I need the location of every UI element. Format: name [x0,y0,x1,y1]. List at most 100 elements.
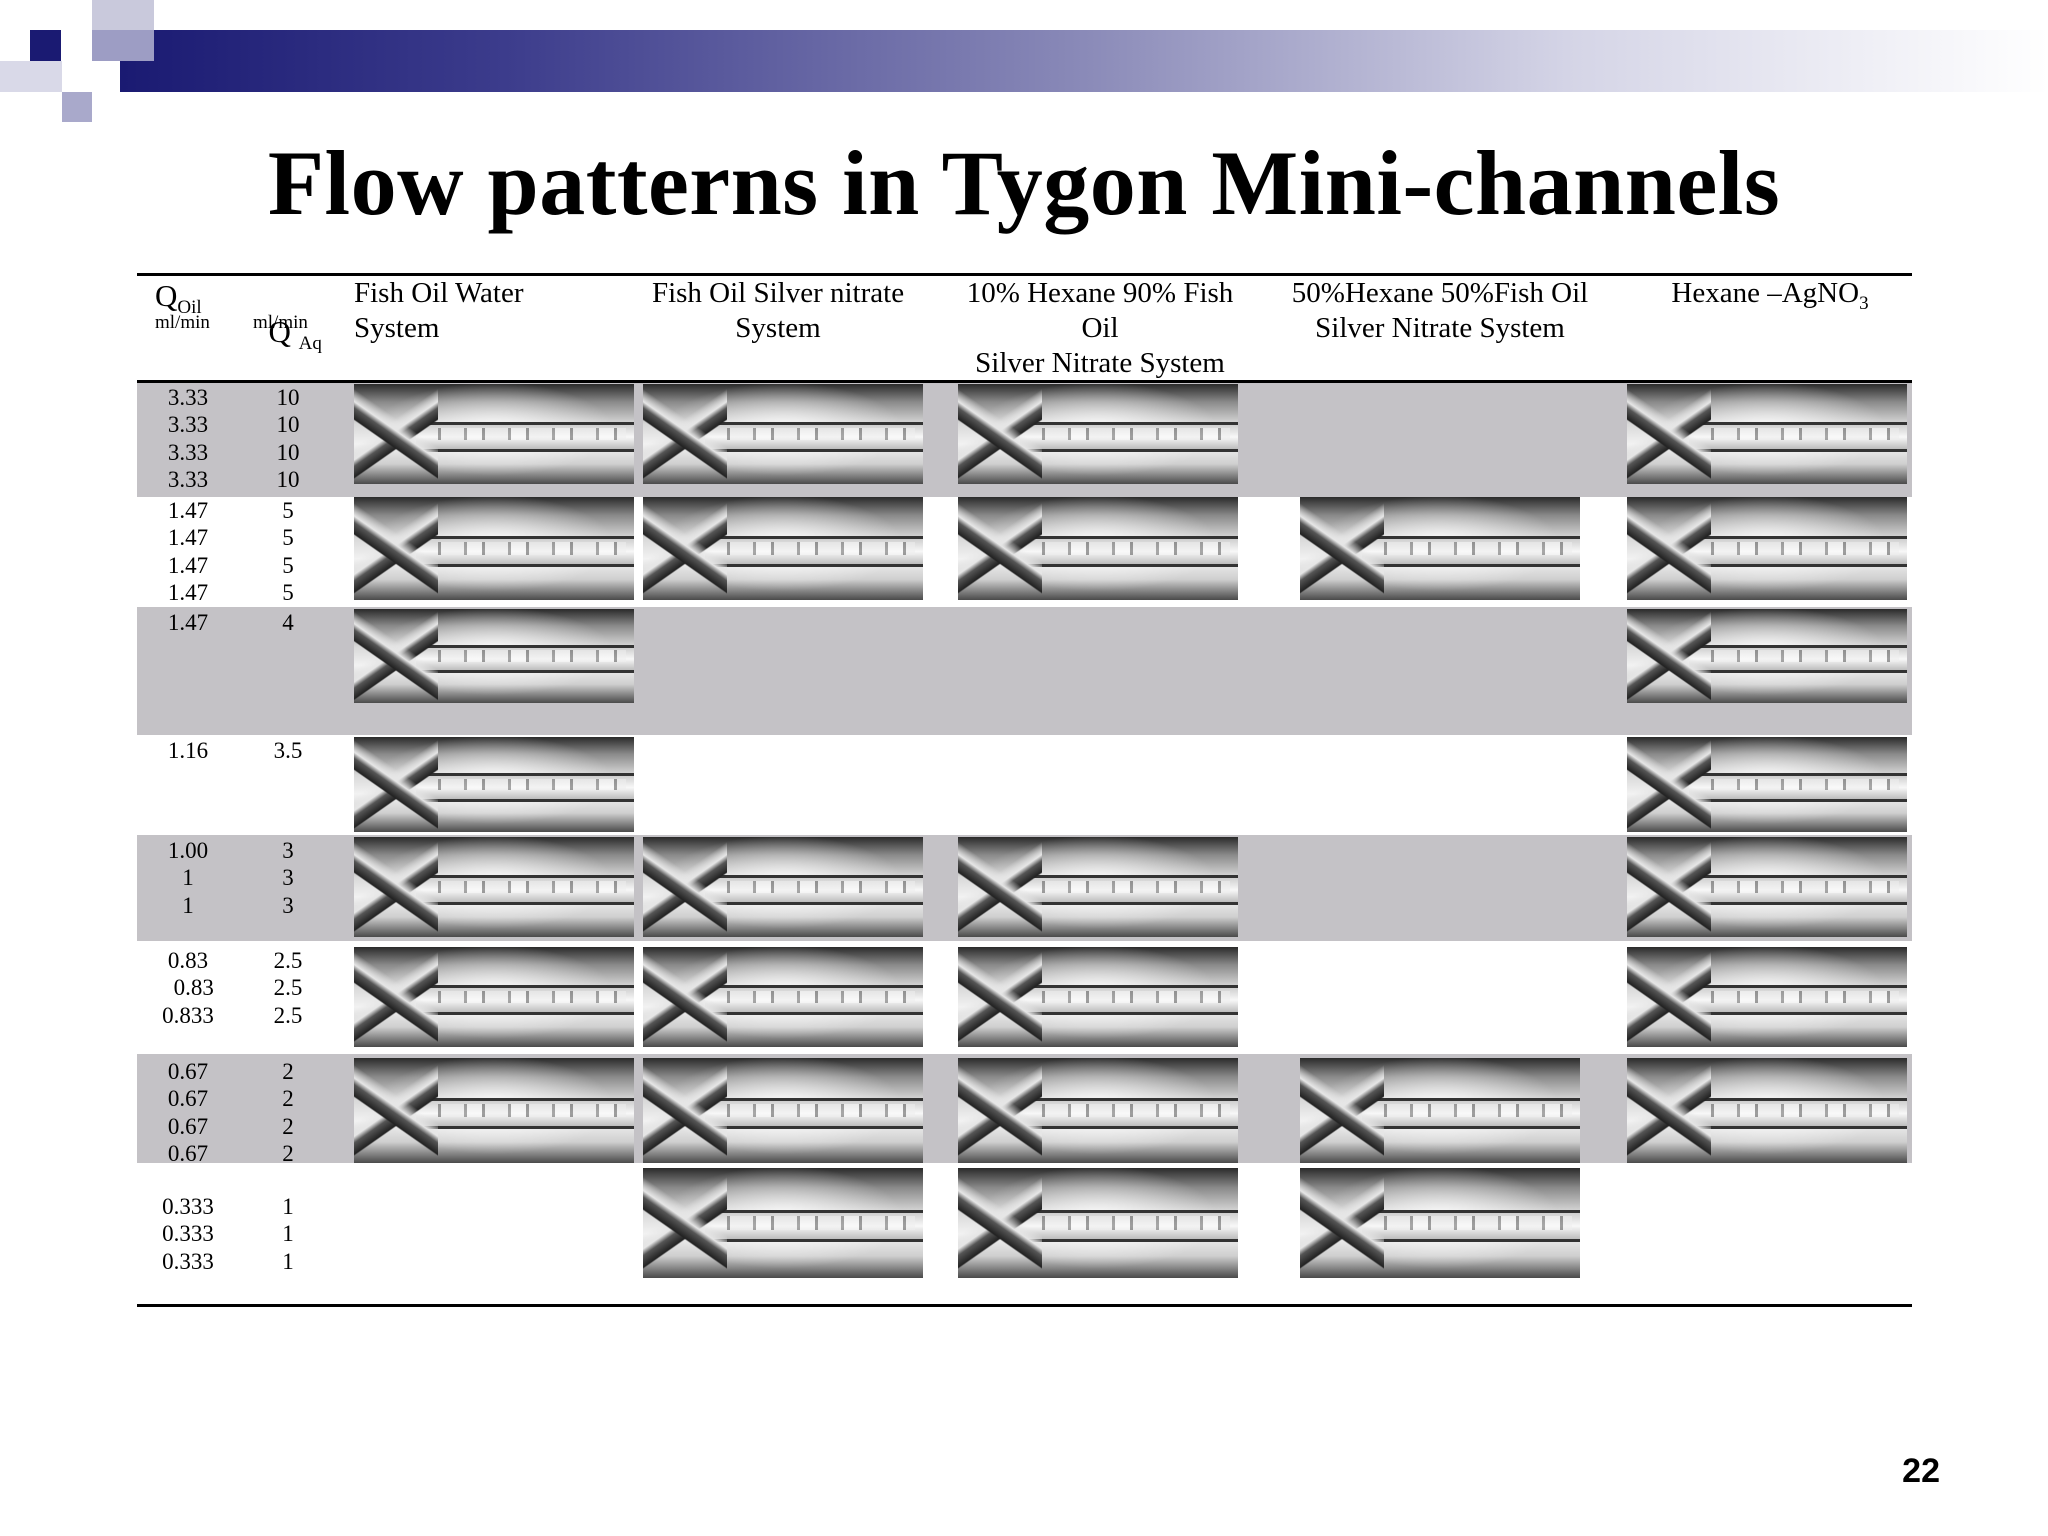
droplet-pattern [727,1216,915,1230]
flow-pattern-image [1300,1058,1580,1163]
droplet-pattern [727,991,915,1003]
y-junction-shape [354,609,438,703]
header-q-aq-unit: ml/min [253,312,308,333]
droplet-pattern [1711,778,1899,791]
droplet-pattern [1711,1104,1899,1117]
q-oil-cell: 1.47 [167,610,209,635]
droplet-pattern [438,881,626,893]
droplet-pattern [727,542,915,555]
y-junction-shape [354,947,438,1047]
droplet-pattern [1042,1104,1230,1117]
q-oil-cell: 0.67 0.67 0.67 0.67 [167,1059,209,1166]
flow-pattern-image [1627,1058,1907,1163]
q-aq-cell: 10 10 10 10 [276,385,300,492]
y-junction-shape [643,497,727,600]
droplet-pattern [1711,650,1899,662]
droplet-pattern [1711,881,1899,893]
q-aq-cell: 3.5 [273,738,303,763]
y-junction-shape [958,384,1042,484]
q-aq-cell: 2 2 2 2 [282,1059,294,1166]
flow-pattern-image [1627,384,1907,484]
droplet-pattern [1384,1216,1572,1230]
q-oil-cell: 1.00 1 1 [167,838,209,918]
y-junction-shape [1627,1058,1711,1163]
header-q-oil: QOil [155,278,202,319]
y-junction-shape [643,947,727,1047]
header-square-light [92,0,154,30]
table-bottom-rule [137,1304,1912,1307]
y-junction-shape [354,384,438,484]
y-junction-shape [354,737,438,832]
droplet-pattern [438,778,626,791]
q-aq-cell: 3 3 3 [282,838,294,918]
y-junction-shape [1300,1168,1384,1278]
y-junction-shape [643,837,727,937]
droplet-pattern [727,1104,915,1117]
flow-pattern-image [1627,947,1907,1047]
flow-pattern-image [958,497,1238,600]
y-junction-shape [958,947,1042,1047]
q-aq-cell: 1 1 1 [282,1194,294,1274]
q-oil-cell: 0.333 0.333 0.333 [162,1194,214,1274]
q-oil-cell: 1.16 [167,738,209,763]
slide-title: Flow patterns in Tygon Mini-channels [267,132,1781,234]
droplet-pattern [438,991,626,1003]
flow-pattern-image [958,1058,1238,1163]
flow-pattern-image [354,837,634,937]
header-q-aq: Q Aq [268,314,322,355]
header-hexane-agno3: Hexane –AgNO3 [1671,277,1869,314]
q-oil-cell: 0.83 0.83 0.833 [162,948,214,1028]
flow-pattern-image [643,1168,923,1278]
flow-pattern-image [643,497,923,600]
y-junction-shape [354,497,438,600]
q-oil-cell: 1.47 1.47 1.47 1.47 [167,498,209,605]
y-junction-shape [1627,609,1711,703]
flow-pattern-image [958,837,1238,937]
flow-pattern-image [958,1168,1238,1278]
droplet-pattern [438,650,626,662]
droplet-pattern [1384,542,1572,555]
flow-pattern-image [643,1058,923,1163]
flow-pattern-image [958,384,1238,484]
page-number: 22 [1902,1452,1940,1490]
flow-pattern-image [354,497,634,600]
droplet-pattern [1042,428,1230,440]
flow-pattern-image [643,837,923,937]
y-junction-shape [1627,837,1711,937]
q-aq-cell: 2.5 2.5 2.5 [273,948,303,1028]
droplet-pattern [438,428,626,440]
table-top-rule [137,273,1912,276]
q-aq-cell: 4 [282,610,294,635]
header-square-dark [30,30,61,61]
y-junction-shape [1300,1058,1384,1163]
flow-pattern-image [1627,837,1907,937]
flow-pattern-image [354,609,634,703]
droplet-pattern [1711,542,1899,555]
flow-pattern-image [643,947,923,1047]
y-junction-shape [958,497,1042,600]
flow-pattern-image [958,947,1238,1047]
droplet-pattern [438,1104,626,1117]
header-square-mid-2 [0,61,62,92]
y-junction-shape [354,837,438,937]
droplet-pattern [1042,1216,1230,1230]
table-header-rule [137,380,1912,383]
y-junction-shape [958,837,1042,937]
droplet-pattern [1042,881,1230,893]
y-junction-shape [643,1168,727,1278]
droplet-pattern [727,428,915,440]
droplet-pattern [1042,542,1230,555]
y-junction-shape [1627,384,1711,484]
flow-pattern-image [354,384,634,484]
flow-pattern-image [1300,1168,1580,1278]
flow-pattern-image [1300,497,1580,600]
y-junction-shape [1300,497,1384,600]
header-square-small [62,92,92,122]
flow-pattern-image [354,1058,634,1163]
y-junction-shape [1627,737,1711,832]
droplet-pattern [438,542,626,555]
